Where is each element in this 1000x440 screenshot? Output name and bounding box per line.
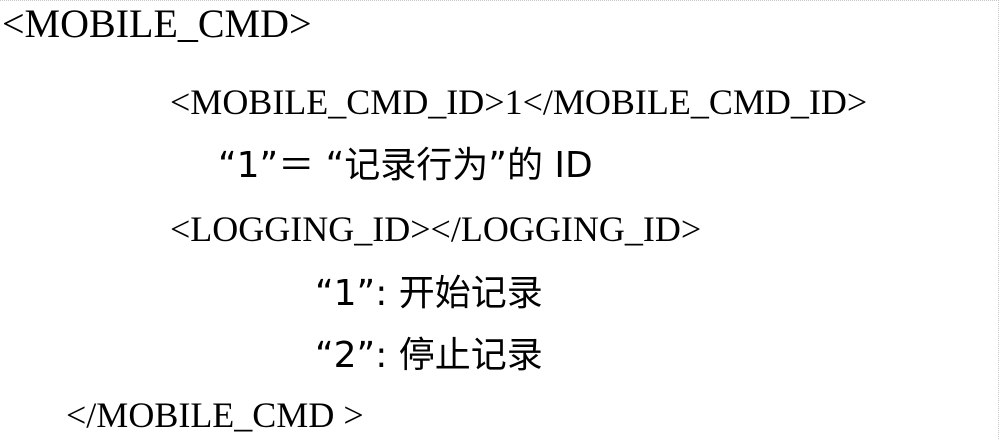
- option-2-line: “2”: 停止记录: [315, 338, 543, 374]
- cmd-id-line: <MOBILE_CMD_ID>1</MOBILE_CMD_ID>: [170, 84, 867, 120]
- open-tag-line: <MOBILE_CMD>: [2, 4, 312, 44]
- option-1-line: “1”: 开始记录: [315, 276, 543, 312]
- cmd-id-note-line: “1”＝ “记录行为”的 ID: [218, 148, 593, 184]
- logging-id-line: <LOGGING_ID></LOGGING_ID>: [170, 211, 701, 247]
- close-tag-line: </MOBILE_CMD >: [66, 397, 364, 433]
